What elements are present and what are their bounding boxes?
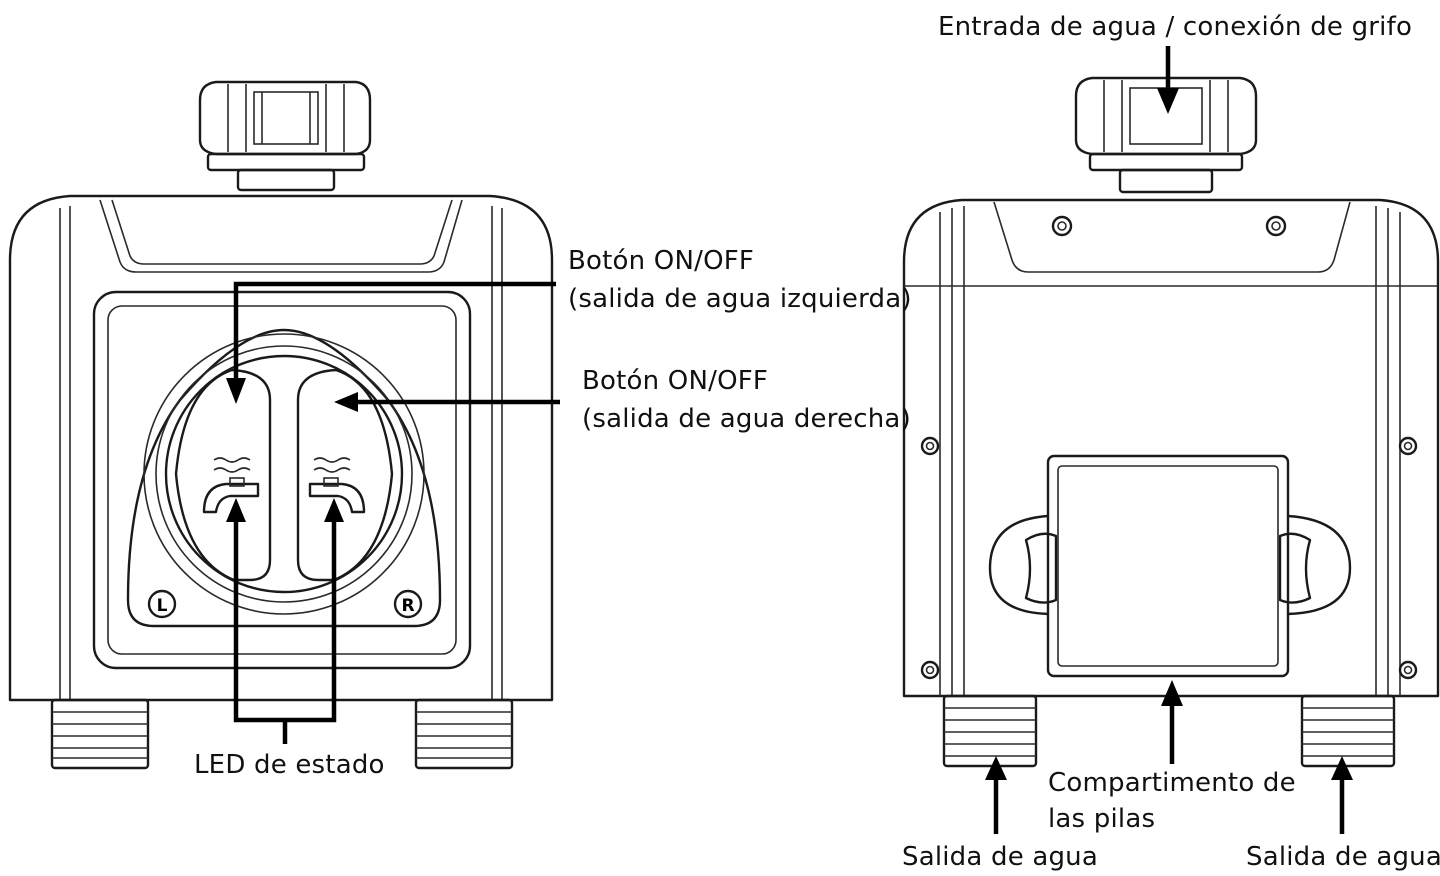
right-marker-letter: R xyxy=(401,596,414,616)
front-outlet-right xyxy=(414,698,514,770)
left-marker xyxy=(147,589,177,619)
label-button-right-detail: (salida de agua derecha) xyxy=(582,404,911,434)
right-marker xyxy=(393,589,423,619)
front-view: L R xyxy=(8,80,554,770)
battery-compartment xyxy=(988,454,1352,678)
left-marker-letter: L xyxy=(157,596,168,616)
tap-icon-left xyxy=(202,457,260,514)
label-button-left-title: Botón ON/OFF xyxy=(568,246,755,276)
back-body xyxy=(902,198,1440,698)
arrow-left-button xyxy=(233,281,556,380)
label-outlet-right: Salida de agua xyxy=(1246,842,1440,872)
label-button-left-detail: (salida de agua izquierda) xyxy=(568,284,912,314)
label-battery-line1: Compartimento de xyxy=(1048,768,1296,798)
front-body: L R xyxy=(8,194,554,702)
back-outlet-left xyxy=(942,694,1038,768)
label-water-inlet: Entrada de agua / conexión de grifo xyxy=(938,12,1413,42)
tap-icon-right xyxy=(308,457,366,514)
label-battery-line2: las pilas xyxy=(1048,804,1156,834)
label-button-right-title: Botón ON/OFF xyxy=(582,366,769,396)
front-outlet-left xyxy=(50,698,150,770)
front-tap-connector xyxy=(198,80,372,192)
arrow-led-bracket xyxy=(233,520,337,723)
label-status-led: LED de estado xyxy=(194,750,385,780)
back-view xyxy=(902,76,1440,768)
callout-arrows xyxy=(226,46,1353,834)
label-outlet-left: Salida de agua xyxy=(902,842,1098,872)
back-outlet-right xyxy=(1300,694,1396,768)
